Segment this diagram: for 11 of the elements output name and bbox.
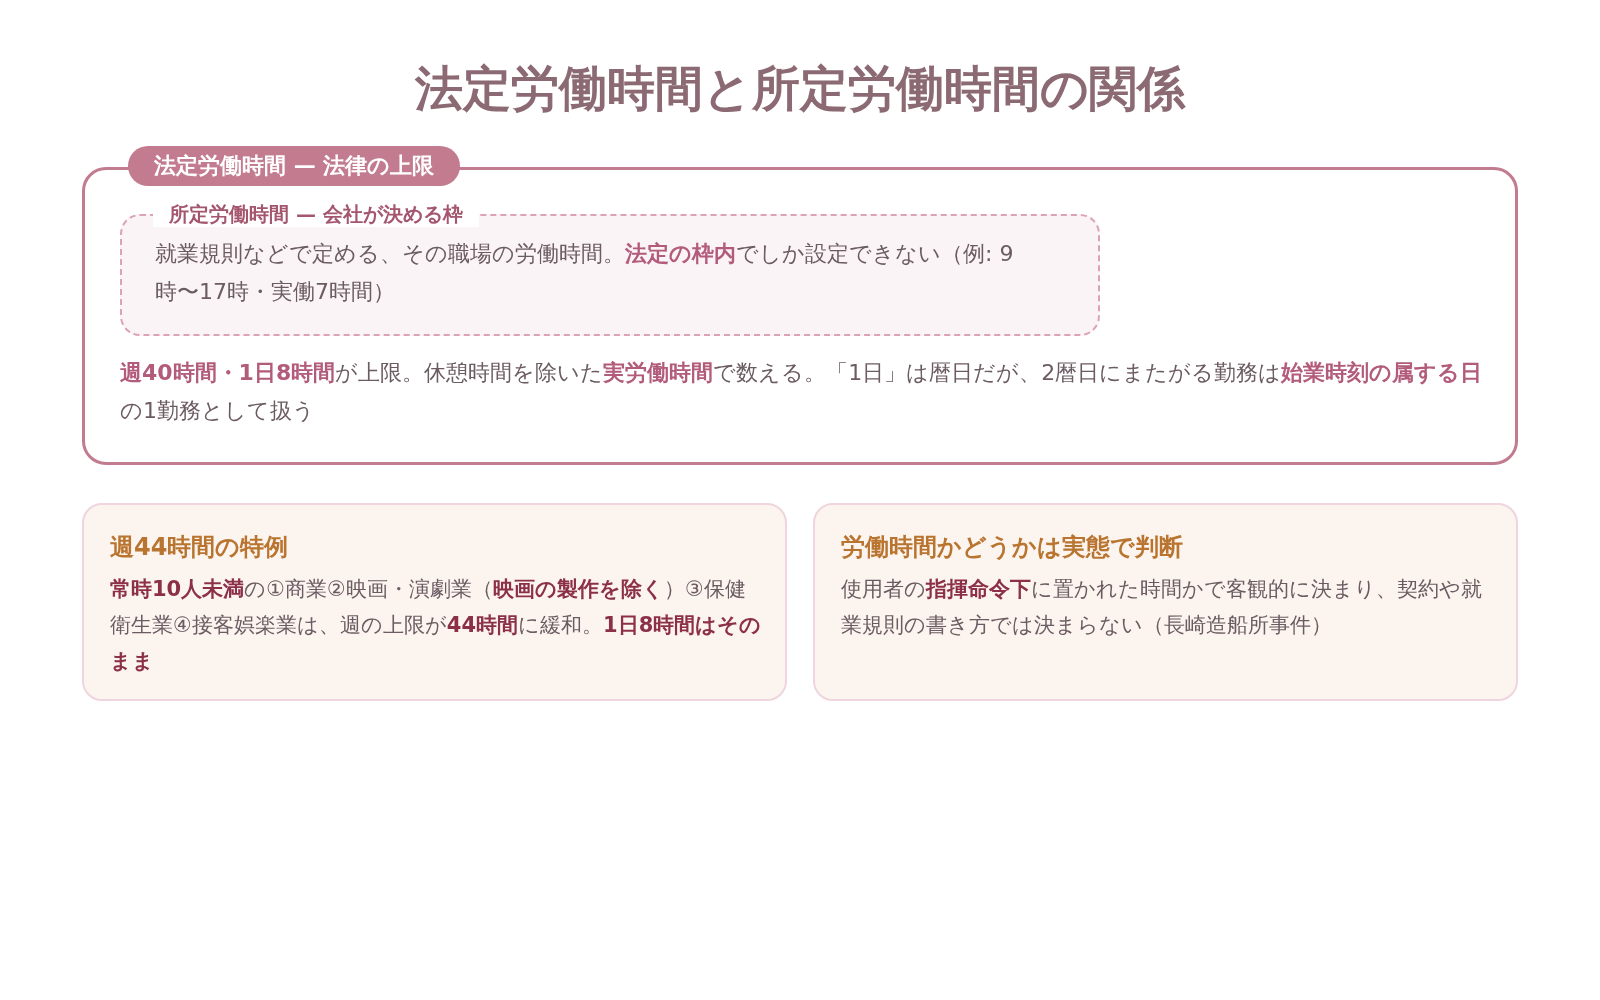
description-text: 常時10人未満の①商業②映画・演劇業（映画の製作を除く）③保健衛生業④接客娯楽業は、週の上限が44時間に緩和。1日8時間はそのまま	[110, 576, 762, 675]
card-heading: 労働時間かどうかは実態で判断	[841, 532, 1183, 563]
description-text: 就業規則などで定める、その職場の労働時間。法定の枠内でしか設定できない（例: 9時〜17時・実働7時間）	[155, 240, 1015, 306]
info-card	[813, 503, 1518, 701]
subsection-label: 所定労働時間 — 会社が決める枠	[153, 201, 479, 227]
description-text: 使用者の指揮命令下に置かれた時間かで客観的に決まり、契約や就業規則の書き方では決まらない（長崎造船所事件）	[841, 576, 1483, 639]
section-label: 法定労働時間 — 法律の上限	[128, 146, 461, 186]
info-card	[82, 503, 787, 701]
description-text: 週40時間・1日8時間が上限。休憩時間を除いた実労働時間で数える。「1日」は暦日だが、2暦日にまたがる勤務は始業時刻の属する日の1勤務として扱う	[120, 359, 1484, 425]
card-heading: 週44時間の特例	[110, 532, 289, 563]
page-title: 法定労働時間と所定労働時間の関係	[414, 59, 1187, 118]
